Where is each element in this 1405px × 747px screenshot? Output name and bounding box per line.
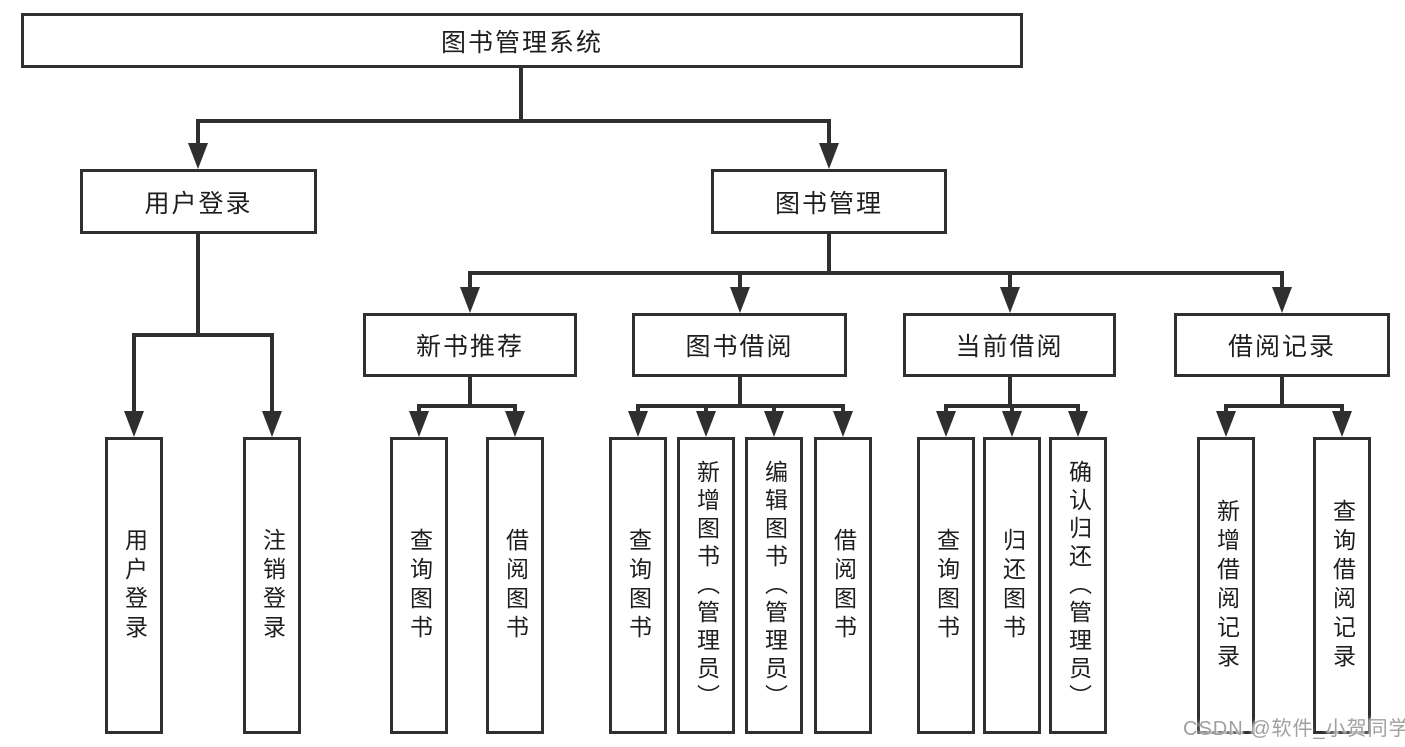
connector-line	[468, 377, 472, 408]
node-book-management: 图书管理	[711, 169, 947, 234]
leaf-br-add-record-label: 新增借阅记录	[1213, 498, 1240, 673]
leaf-bb-query-books-label: 查询图书	[625, 527, 652, 644]
arrow-down-icon	[188, 143, 208, 169]
connector-line	[772, 404, 776, 417]
node-root: 图书管理系统	[21, 13, 1023, 68]
leaf-cb-confirm-return-admin: 确认归还（管理员）	[1049, 437, 1107, 734]
leaf-logout-label: 注销登录	[259, 527, 286, 644]
arrow-down-icon	[1068, 411, 1088, 437]
arrow-down-icon	[730, 287, 750, 313]
connector-line	[841, 404, 845, 417]
connector-line	[468, 271, 472, 293]
connector-line	[196, 119, 831, 123]
leaf-nb-query-books-label: 查询图书	[406, 527, 433, 644]
connector-line	[738, 377, 742, 408]
node-current-borrow: 当前借阅	[903, 313, 1116, 377]
connector-line	[417, 404, 517, 408]
leaf-nb-borrow-books: 借阅图书	[486, 437, 544, 734]
leaf-nb-borrow-books-label: 借阅图书	[502, 527, 529, 644]
arrow-down-icon	[1216, 411, 1236, 437]
leaf-cb-confirm-return-admin-label: 确认归还（管理员）	[1065, 459, 1092, 712]
csdn-watermark: CSDN @软件_小贺同学	[1183, 718, 1405, 740]
leaf-bb-add-books-admin: 新增图书（管理员）	[677, 437, 735, 734]
connector-line	[827, 119, 831, 149]
connector-line	[827, 234, 831, 275]
leaf-user-login: 用户登录	[105, 437, 163, 734]
connector-line	[1008, 377, 1012, 408]
connector-line	[738, 271, 742, 293]
node-current-borrow-label: 当前借阅	[955, 333, 1064, 361]
node-root-label: 图书管理系统	[440, 28, 603, 57]
connector-line	[196, 119, 200, 149]
node-book-borrow-label: 图书借阅	[685, 333, 794, 361]
connector-line	[636, 404, 640, 417]
arrow-down-icon	[460, 287, 480, 313]
connector-line	[1340, 404, 1344, 417]
connector-line	[1280, 271, 1284, 293]
arrow-down-icon	[262, 411, 282, 437]
connector-line	[1224, 404, 1344, 408]
leaf-br-query-record-label: 查询借阅记录	[1329, 498, 1356, 673]
leaf-br-add-record: 新增借阅记录	[1197, 437, 1255, 734]
arrow-down-icon	[1332, 411, 1352, 437]
connector-line	[468, 271, 1284, 275]
arrow-down-icon	[764, 411, 784, 437]
connector-line	[1224, 404, 1228, 417]
arrow-down-icon	[833, 411, 853, 437]
leaf-bb-query-books: 查询图书	[609, 437, 667, 734]
node-book-management-label: 图书管理	[774, 189, 883, 218]
connector-line	[1076, 404, 1080, 417]
leaf-bb-edit-books-admin: 编辑图书（管理员）	[745, 437, 803, 734]
connector-line	[196, 234, 200, 337]
arrow-down-icon	[124, 411, 144, 437]
connector-line	[704, 404, 708, 417]
arrow-down-icon	[819, 143, 839, 169]
node-new-book-recommend-label: 新书推荐	[415, 333, 524, 361]
node-user-login: 用户登录	[80, 169, 317, 234]
leaf-cb-return-books: 归还图书	[983, 437, 1041, 734]
connector-line	[944, 404, 948, 417]
leaf-bb-edit-books-admin-label: 编辑图书（管理员）	[761, 459, 788, 712]
arrow-down-icon	[628, 411, 648, 437]
connector-line	[513, 404, 517, 417]
connector-line	[1280, 377, 1284, 408]
arrow-down-icon	[409, 411, 429, 437]
leaf-nb-query-books: 查询图书	[390, 437, 448, 734]
arrow-down-icon	[1272, 287, 1292, 313]
leaf-cb-query-books-label: 查询图书	[933, 527, 960, 644]
connector-line	[132, 333, 136, 417]
connector-line	[1008, 271, 1012, 293]
arrow-down-icon	[936, 411, 956, 437]
node-borrow-record: 借阅记录	[1174, 313, 1390, 377]
arrow-down-icon	[505, 411, 525, 437]
arrow-down-icon	[1002, 411, 1022, 437]
leaf-user-login-label: 用户登录	[121, 527, 148, 644]
arrow-down-icon	[696, 411, 716, 437]
leaf-bb-borrow-books-label: 借阅图书	[830, 527, 857, 644]
leaf-bb-borrow-books: 借阅图书	[814, 437, 872, 734]
leaf-br-query-record: 查询借阅记录	[1313, 437, 1371, 734]
connector-line	[1010, 404, 1014, 417]
leaf-cb-query-books: 查询图书	[917, 437, 975, 734]
leaf-logout: 注销登录	[243, 437, 301, 734]
connector-line	[519, 68, 523, 123]
leaf-bb-add-books-admin-label: 新增图书（管理员）	[693, 459, 720, 712]
connector-line	[132, 333, 274, 337]
node-user-login-label: 用户登录	[144, 189, 253, 218]
node-borrow-record-label: 借阅记录	[1227, 333, 1336, 361]
connector-line	[417, 404, 421, 417]
arrow-down-icon	[1000, 287, 1020, 313]
node-book-borrow: 图书借阅	[632, 313, 847, 377]
node-new-book-recommend: 新书推荐	[363, 313, 577, 377]
connector-line	[270, 333, 274, 417]
connector-line	[636, 404, 845, 408]
leaf-cb-return-books-label: 归还图书	[999, 527, 1026, 644]
